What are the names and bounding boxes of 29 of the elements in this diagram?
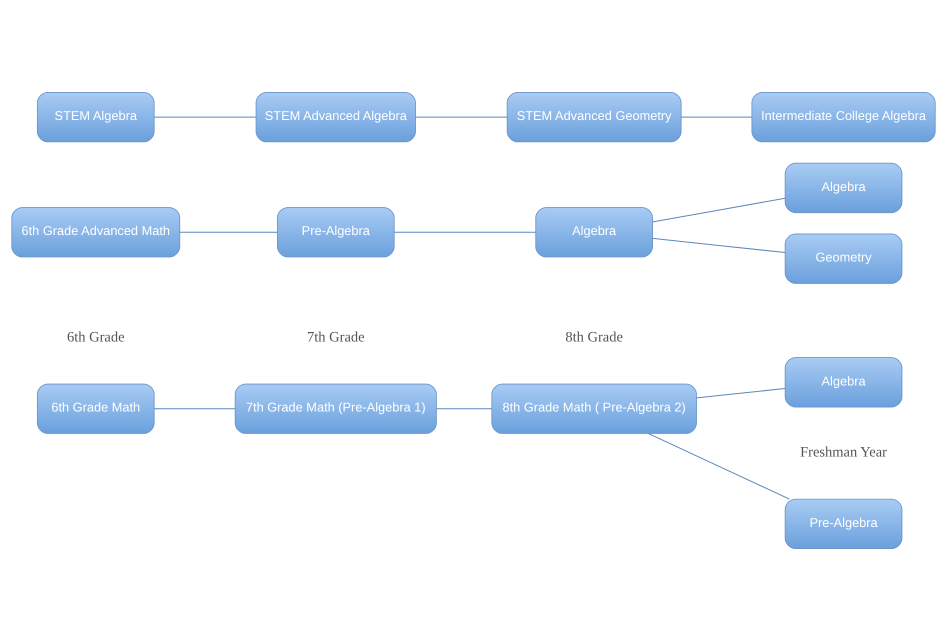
node-box: 6th Grade Advanced Math (11, 207, 180, 258)
connector (652, 198, 786, 222)
connector (652, 238, 786, 254)
label: Freshman Year (800, 444, 888, 461)
label: 7th Grade (307, 329, 365, 346)
node-box: Algebra (784, 357, 902, 408)
connector (648, 433, 790, 500)
node-box: Pre-Algebra (276, 207, 395, 258)
connector (154, 408, 235, 410)
connector (154, 116, 256, 118)
connector (436, 408, 492, 410)
node-box: 8th Grade Math ( Pre-Algebra 2) (491, 384, 697, 434)
node-box: Intermediate College Algebra (751, 92, 936, 142)
connector (394, 232, 536, 233)
node-box: Geometry (784, 234, 902, 284)
node-box: STEM Advanced Geometry (506, 92, 682, 142)
node-box: 6th Grade Math (36, 384, 155, 434)
label: 6th Grade (67, 329, 125, 346)
connector (696, 388, 785, 398)
node-box: 7th Grade Math (Pre-Algebra 1) (234, 384, 437, 434)
label: 8th Grade (565, 329, 623, 346)
node-box: STEM Advanced Algebra (256, 92, 416, 142)
node-box: Algebra (535, 207, 653, 258)
connector (416, 116, 508, 118)
node-box: Pre-Algebra (784, 498, 902, 550)
node-box: Algebra (784, 162, 902, 214)
node-box: STEM Algebra (36, 92, 155, 142)
connector (681, 116, 752, 118)
connector (180, 232, 278, 233)
